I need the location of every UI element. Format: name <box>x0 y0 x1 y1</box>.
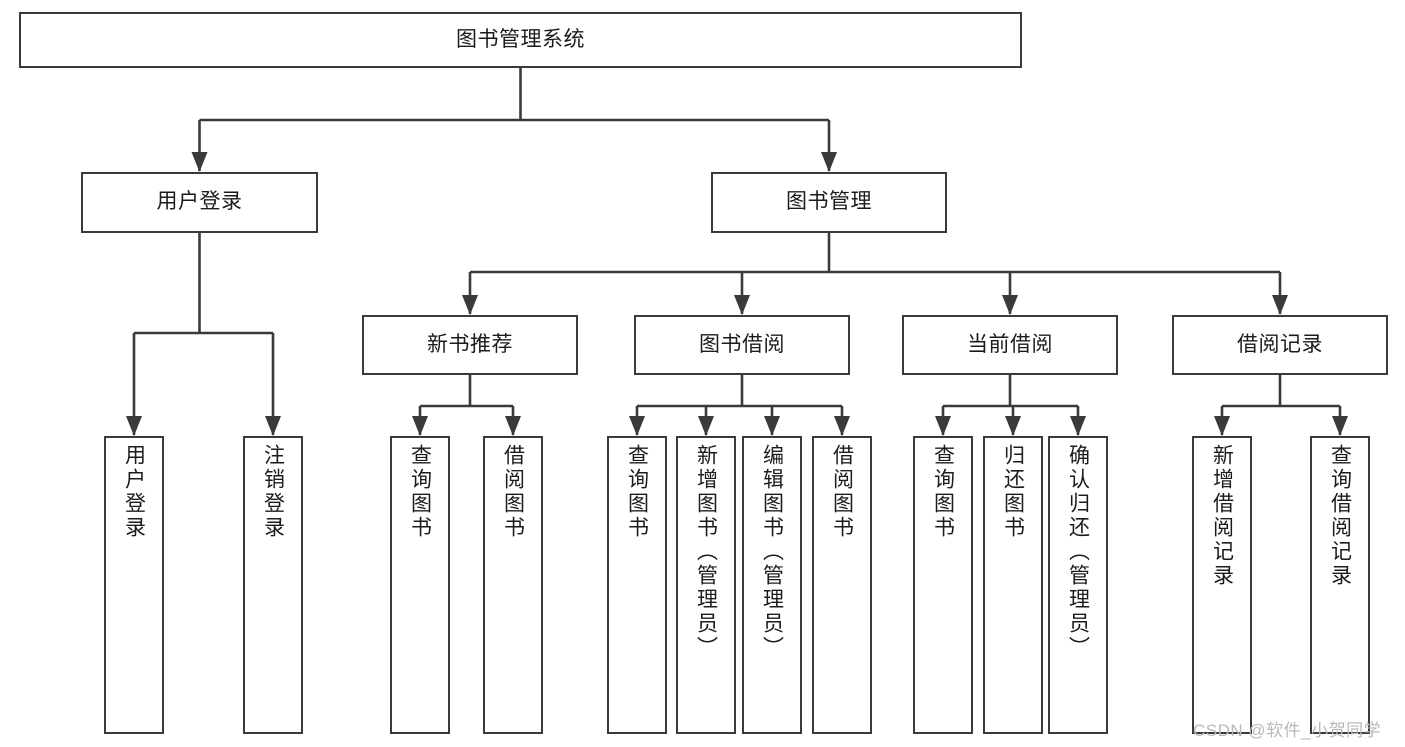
node-label-nb-borrow: 借阅图书 <box>501 444 525 540</box>
node-label-borrow: 图书借阅 <box>699 332 785 356</box>
arrowhead-icon <box>935 416 951 436</box>
node-records[interactable]: 借阅记录 <box>1172 315 1388 375</box>
arrowhead-icon <box>191 152 208 172</box>
watermark: CSDN @软件_小贺同学 <box>1193 721 1382 740</box>
arrowhead-icon <box>265 416 281 436</box>
node-label-nb-query: 查询图书 <box>408 444 432 540</box>
node-nb-query[interactable]: 查询图书 <box>390 436 450 734</box>
arrowhead-icon <box>1070 416 1086 436</box>
node-label-bo-borrow: 借阅图书 <box>830 444 854 540</box>
arrowhead-icon <box>1214 416 1230 436</box>
arrowhead-icon <box>505 416 521 436</box>
node-label-newbook: 新书推荐 <box>427 332 513 356</box>
node-userlogin[interactable]: 用户登录 <box>104 436 164 734</box>
arrowhead-icon <box>734 295 750 315</box>
node-label-logout: 注销登录 <box>261 444 285 540</box>
node-cu-confirm[interactable]: 确认归还（管理员） <box>1048 436 1108 734</box>
node-newbook[interactable]: 新书推荐 <box>362 315 578 375</box>
node-label-bo-edit: 编辑图书（管理员） <box>760 444 784 660</box>
node-label-current: 当前借阅 <box>967 332 1053 356</box>
node-root[interactable]: 图书管理系统 <box>19 12 1022 68</box>
node-label-cu-query: 查询图书 <box>931 444 955 540</box>
arrowhead-icon <box>698 416 714 436</box>
node-bo-borrow[interactable]: 借阅图书 <box>812 436 872 734</box>
node-current[interactable]: 当前借阅 <box>902 315 1118 375</box>
arrowhead-icon <box>629 416 645 436</box>
arrowhead-icon <box>462 295 478 315</box>
node-label-re-query: 查询借阅记录 <box>1328 444 1352 588</box>
node-logout[interactable]: 注销登录 <box>243 436 303 734</box>
node-borrow[interactable]: 图书借阅 <box>634 315 850 375</box>
node-login[interactable]: 用户登录 <box>81 172 318 233</box>
node-re-query[interactable]: 查询借阅记录 <box>1310 436 1370 734</box>
arrowhead-icon <box>1332 416 1348 436</box>
node-cu-query[interactable]: 查询图书 <box>913 436 973 734</box>
node-label-bo-query: 查询图书 <box>625 444 649 540</box>
arrowhead-icon <box>1005 416 1021 436</box>
node-label-userlogin: 用户登录 <box>122 444 146 540</box>
arrowhead-icon <box>412 416 428 436</box>
arrowhead-icon <box>764 416 780 436</box>
node-bo-edit[interactable]: 编辑图书（管理员） <box>742 436 802 734</box>
node-bookmgmt[interactable]: 图书管理 <box>711 172 947 233</box>
node-bo-add[interactable]: 新增图书（管理员） <box>676 436 736 734</box>
arrowhead-icon <box>834 416 850 436</box>
node-label-bo-add: 新增图书（管理员） <box>694 444 718 660</box>
node-label-bookmgmt: 图书管理 <box>786 190 872 214</box>
arrowhead-icon <box>1272 295 1288 315</box>
node-nb-borrow[interactable]: 借阅图书 <box>483 436 543 734</box>
node-label-cu-confirm: 确认归还（管理员） <box>1066 444 1090 660</box>
node-cu-return[interactable]: 归还图书 <box>983 436 1043 734</box>
node-label-login: 用户登录 <box>156 190 243 214</box>
node-label-root: 图书管理系统 <box>456 27 585 51</box>
node-re-add[interactable]: 新增借阅记录 <box>1192 436 1252 734</box>
node-label-records: 借阅记录 <box>1237 332 1323 356</box>
arrowhead-icon <box>126 416 142 436</box>
arrowhead-icon <box>821 152 837 172</box>
node-bo-query[interactable]: 查询图书 <box>607 436 667 734</box>
arrowhead-icon <box>1002 295 1018 315</box>
node-label-re-add: 新增借阅记录 <box>1210 444 1234 588</box>
node-label-cu-return: 归还图书 <box>1001 444 1025 540</box>
